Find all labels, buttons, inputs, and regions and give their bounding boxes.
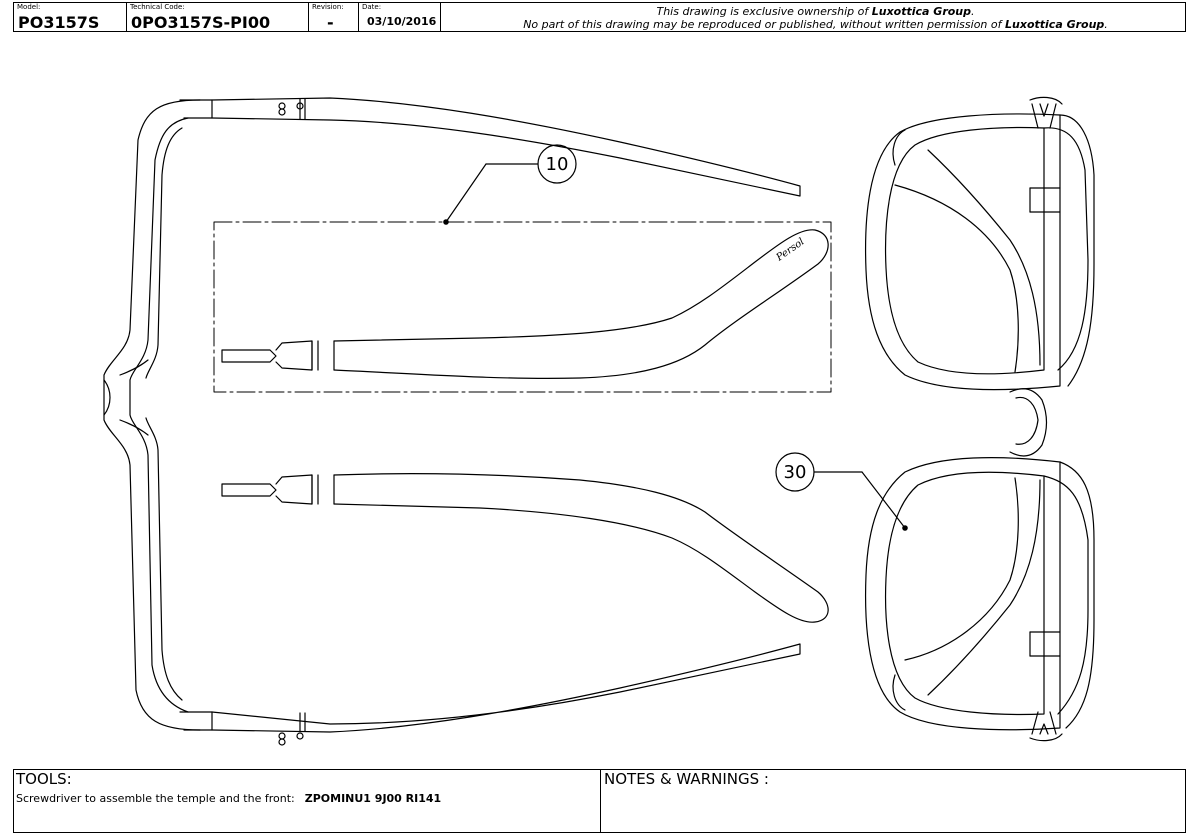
- upper-temple-top-view: [211, 97, 801, 197]
- date-value: 03/10/2016: [367, 15, 437, 28]
- tools-code: ZPOMINU1 9J00 RI141: [304, 792, 442, 805]
- model-caption: Model:: [17, 3, 41, 11]
- lower-temple-top-view: [211, 643, 801, 746]
- persol-logo: Persol: [774, 236, 807, 264]
- callout-30: 30: [775, 452, 908, 531]
- title-block: Model: PO3157S Technical Code: 0PO3157S-…: [13, 2, 1186, 32]
- lower-lens-rim: [864, 456, 1061, 731]
- footer-divider: [600, 770, 601, 832]
- revision-cell: Revision: -: [309, 3, 359, 32]
- technical-code-cell: Technical Code: 0PO3157S-PI00: [127, 3, 309, 32]
- front-rim-inner: [129, 117, 189, 713]
- svg-text:10: 10: [546, 154, 569, 175]
- temple-detail-frame: [213, 221, 832, 393]
- upper-lens-rim: [864, 113, 1061, 391]
- tools-description: Screwdriver to assemble the temple and t…: [16, 792, 441, 805]
- model-cell: Model: PO3157S: [14, 3, 127, 32]
- frame-front-view: [864, 96, 1095, 742]
- temple-side-view: [221, 473, 829, 623]
- technical-code-caption: Technical Code:: [130, 3, 185, 11]
- notice-line-1: This drawing is exclusive ownership of L…: [656, 5, 975, 18]
- front-rim-outline: [103, 99, 201, 731]
- front-bridge: [1009, 388, 1048, 457]
- temple-side-view-detail: Persol: [221, 229, 829, 379]
- bridge-top-view: [103, 379, 111, 416]
- tools-notes-block: TOOLS: Screwdriver to assemble the templ…: [13, 769, 1186, 833]
- notes-title: NOTES & WARNINGS :: [604, 770, 769, 788]
- model-value: PO3157S: [18, 13, 100, 32]
- callout-10: 10: [443, 144, 577, 225]
- date-cell: Date: 03/10/2016: [359, 3, 441, 31]
- revision-value: -: [327, 13, 334, 32]
- tools-title: TOOLS:: [16, 770, 72, 788]
- technical-code-value: 0PO3157S-PI00: [131, 13, 271, 32]
- notice-line-2: No part of this drawing may be reproduce…: [523, 18, 1108, 31]
- frame-top-view: [103, 99, 213, 731]
- ownership-notice: This drawing is exclusive ownership of L…: [454, 5, 1177, 31]
- revision-caption: Revision:: [312, 3, 344, 11]
- svg-text:30: 30: [784, 462, 807, 483]
- tools-text: Screwdriver to assemble the temple and t…: [16, 792, 295, 805]
- date-caption: Date:: [362, 3, 382, 11]
